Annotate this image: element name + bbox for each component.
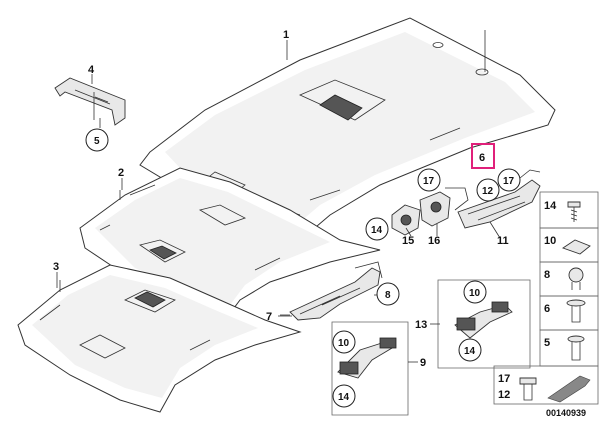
label-7: 7 [266,311,272,323]
part-16-mechanism [419,187,469,227]
part-8-clip [354,261,383,279]
headliner-1 [139,17,556,241]
bubble-8: 8 [385,290,391,301]
part-13-box [437,279,531,369]
bubble-14: 14 [371,225,383,236]
bubble-5: 5 [94,136,100,147]
bubble-10a: 10 [338,338,350,349]
legend-labels: 14 10 8 6 5 17 12 [498,200,557,401]
part-11-strip [457,169,541,229]
legend-12: 12 [498,389,510,401]
part-9-box [331,321,409,416]
label-9: 9 [420,357,426,369]
label-4: 4 [88,64,95,76]
label-11: 11 [497,235,509,247]
label-3: 3 [53,261,59,273]
bubble-14c: 14 [464,346,476,357]
label-13: 13 [415,319,427,331]
legend-6: 6 [544,303,550,315]
bubbles: 5 17 17 12 14 8 10 14 10 14 [85,128,521,408]
headliner-3 [17,264,302,413]
part-7-strip [280,267,381,321]
part-4-bracket [54,74,126,128]
highlight-part-6[interactable]: 6 [471,143,495,169]
legend-column [493,191,599,405]
highlight-label-6: 6 [479,152,485,164]
bubble-17b: 17 [503,176,515,187]
legend-5: 5 [544,337,550,349]
part-labels: 1 2 3 4 7 11 15 16 13 9 [53,29,509,369]
legend-8: 8 [544,269,550,281]
diagram-code: 00140939 [546,408,586,418]
part-15-mechanism [391,204,421,236]
label-16: 16 [428,235,440,247]
legend-17: 17 [498,373,510,385]
bubble-12: 12 [482,186,494,197]
bubble-10b: 10 [469,288,481,299]
label-15: 15 [402,235,414,247]
bubble-17a: 17 [423,176,435,187]
legend-14: 14 [544,200,557,212]
bubble-14b: 14 [338,392,350,403]
label-2: 2 [118,167,124,179]
label-1: 1 [283,29,289,41]
legend-10: 10 [544,235,556,247]
